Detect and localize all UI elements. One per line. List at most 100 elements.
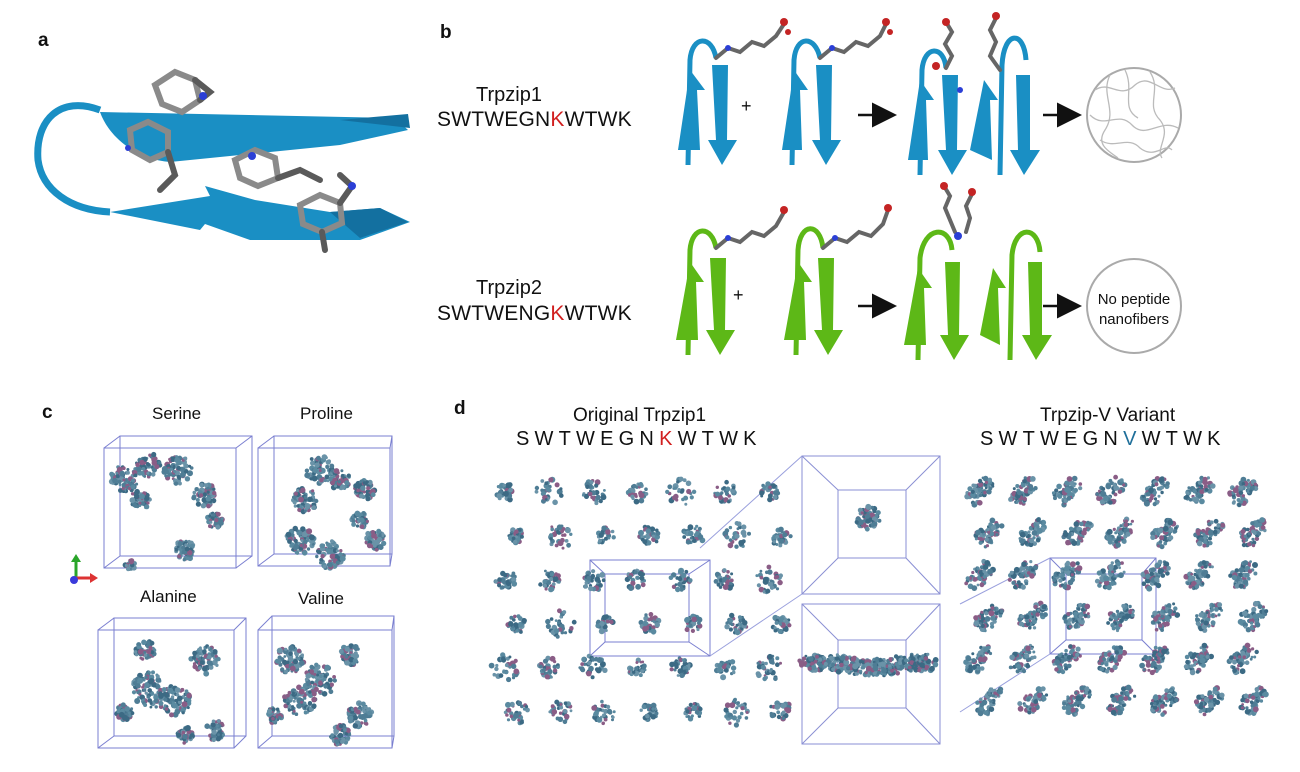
- cluster-atom: [364, 540, 369, 545]
- cluster-atom: [376, 543, 383, 550]
- cluster-atom: [981, 580, 987, 586]
- cluster-atom: [133, 503, 138, 509]
- cluster-atom: [356, 647, 360, 651]
- cluster-atom: [1113, 570, 1117, 573]
- cluster-atom: [319, 674, 323, 678]
- cluster-atom: [1236, 572, 1242, 578]
- cluster-atom: [696, 705, 701, 710]
- cluster-atom: [863, 524, 869, 530]
- cluster-atom: [297, 507, 302, 512]
- cluster-atom: [1254, 483, 1259, 488]
- cluster-atom: [1264, 609, 1269, 614]
- cluster-atom: [1164, 526, 1170, 532]
- cluster-atom: [855, 661, 859, 665]
- cluster-atom: [979, 537, 984, 542]
- cluster-atom: [869, 512, 875, 519]
- cluster-atom: [1206, 541, 1211, 545]
- cluster-atom: [204, 723, 210, 729]
- cluster-atom: [368, 536, 373, 541]
- cluster-atom: [822, 661, 827, 667]
- cluster-atom: [1208, 564, 1212, 569]
- cluster-atom: [200, 657, 205, 662]
- cluster-atom: [203, 503, 207, 507]
- cluster-atom: [1152, 619, 1158, 625]
- cluster-atom: [730, 539, 735, 545]
- cluster-atom: [207, 654, 212, 660]
- cluster-atom: [361, 518, 366, 523]
- cluster-atom: [1119, 536, 1124, 541]
- cluster-atom: [1243, 612, 1247, 615]
- cluster-atom: [303, 509, 307, 513]
- cluster-atom: [367, 536, 372, 541]
- cluster-atom: [492, 672, 497, 677]
- cluster-atom: [1164, 522, 1170, 528]
- cluster-atom: [316, 455, 321, 461]
- cluster-atom: [846, 666, 850, 670]
- cluster-atom: [745, 711, 749, 714]
- cluster-atom: [1118, 572, 1124, 579]
- cluster-atom: [1125, 607, 1129, 611]
- cluster-atom: [728, 538, 733, 542]
- cluster-atom: [974, 486, 981, 492]
- cluster-atom: [568, 628, 572, 632]
- cluster-atom: [1062, 615, 1068, 621]
- cluster-atom: [289, 665, 296, 672]
- cluster-atom: [1201, 612, 1208, 618]
- cluster-atom: [287, 532, 291, 536]
- cluster-atom: [118, 711, 125, 718]
- cluster-atom: [773, 575, 778, 580]
- cluster-atom: [206, 495, 211, 499]
- cluster-atom: [694, 535, 700, 541]
- cluster-atom: [783, 703, 788, 708]
- cluster-atom: [343, 655, 349, 661]
- cluster-atom: [335, 549, 339, 553]
- cluster-atom: [1150, 493, 1155, 498]
- cluster-atom: [1145, 486, 1151, 492]
- cluster-atom: [1011, 571, 1017, 577]
- cluster-atom: [725, 665, 729, 669]
- cluster-atom: [871, 660, 876, 665]
- cluster-atom: [764, 576, 770, 583]
- cluster-atom: [347, 475, 351, 479]
- cluster-atom: [211, 728, 216, 733]
- cluster-atom: [603, 669, 607, 673]
- cluster-atom: [340, 739, 345, 744]
- cluster-atom: [1108, 617, 1114, 622]
- cluster-atom: [518, 628, 523, 633]
- cluster-atom: [1141, 495, 1147, 500]
- cluster-atom: [1164, 528, 1167, 532]
- cluster-atom: [991, 528, 995, 531]
- cluster-atom: [855, 521, 860, 525]
- cluster-atom: [1184, 494, 1189, 499]
- cluster-atom: [1020, 493, 1026, 499]
- cluster-atom: [760, 488, 765, 493]
- cluster-atom: [1100, 498, 1105, 503]
- cluster-atom: [166, 466, 172, 473]
- cluster-atom: [193, 656, 199, 662]
- cluster-atom: [1165, 532, 1169, 537]
- cluster-atom: [1064, 484, 1068, 488]
- cluster-atom: [509, 531, 514, 535]
- cluster-atom: [769, 483, 774, 488]
- cluster-atom: [338, 738, 342, 742]
- cluster-atom: [305, 503, 311, 510]
- cluster-atom: [775, 656, 780, 661]
- cluster-atom: [983, 621, 988, 626]
- cluster-atom: [136, 644, 142, 651]
- cluster-atom: [308, 504, 312, 508]
- cluster-atom: [1202, 627, 1208, 633]
- cluster-atom: [1227, 491, 1233, 497]
- cluster-atom: [192, 650, 198, 656]
- cluster-atom: [1042, 612, 1048, 618]
- cluster-atom: [146, 693, 151, 698]
- cluster-atom: [985, 534, 992, 540]
- cluster-atom: [655, 528, 659, 533]
- cluster-atom: [855, 657, 859, 661]
- cluster-atom: [1018, 573, 1024, 579]
- cluster-atom: [1253, 486, 1259, 492]
- cluster-atom: [1131, 610, 1135, 614]
- cluster-atom: [806, 656, 812, 662]
- cluster-atom: [1237, 499, 1241, 503]
- cluster-atom: [778, 540, 783, 545]
- cluster-atom: [832, 667, 837, 672]
